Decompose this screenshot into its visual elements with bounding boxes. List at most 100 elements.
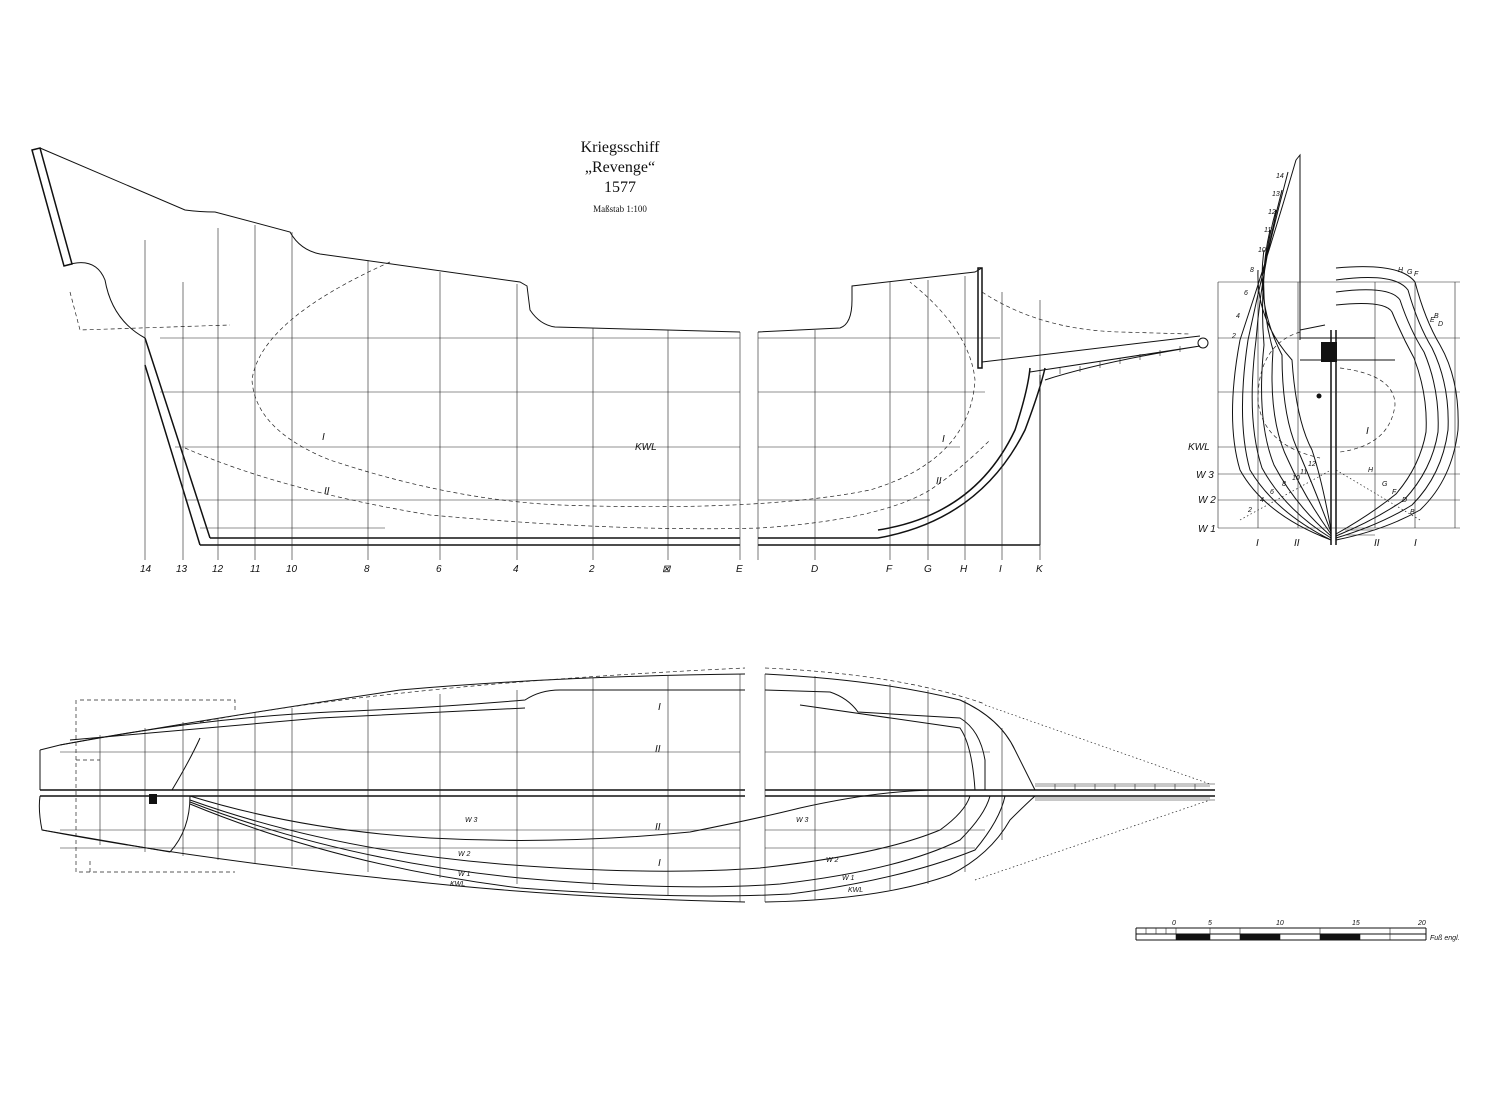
- waterline-label: KWL: [450, 881, 465, 888]
- title-scale: Maßstab 1:100: [593, 204, 647, 214]
- station-label: 6: [436, 564, 442, 575]
- station-label: 12: [212, 564, 224, 575]
- station-label: 2: [588, 564, 595, 575]
- diagonal-label: II: [936, 476, 942, 487]
- profile-view: [31, 147, 1209, 560]
- waterline-label: W 3: [1196, 470, 1214, 481]
- title-ship-type: Kriegsschiff: [580, 139, 660, 156]
- waterline-label: KWL: [1188, 442, 1210, 453]
- station-label: 4: [513, 564, 519, 575]
- diagonal-label: II: [655, 744, 661, 755]
- scale-tick-label: 5: [1208, 920, 1212, 927]
- scale-unit: Fuß engl.: [1430, 935, 1460, 942]
- scale-tick-label: 15: [1352, 920, 1360, 927]
- body-plan-centerline: [1330, 330, 1337, 545]
- waterline-label: W 3: [796, 817, 809, 824]
- title-ship-name: „Revenge“: [584, 159, 656, 176]
- diagonal-label: I: [322, 432, 325, 443]
- waterline-label: KWL: [848, 887, 863, 894]
- waterline-W3: [189, 789, 941, 841]
- diagonal-label: II: [324, 486, 330, 497]
- fwd-station-label: H: [1398, 267, 1404, 274]
- body-plan-diagonal-I: [1257, 331, 1396, 459]
- inner-label: 11: [1300, 469, 1307, 476]
- waterline-label: KWL: [635, 442, 657, 453]
- station-label: 8: [364, 564, 370, 575]
- waterline-label: W 1: [458, 871, 471, 878]
- beakhead-plan: [1035, 783, 1215, 801]
- fwd-station-label: G: [1407, 269, 1413, 276]
- diagonal-label: II: [655, 822, 661, 833]
- waterline-label: W 2: [458, 851, 471, 858]
- aft-station-label: 12: [1268, 209, 1276, 216]
- station-label: 10: [286, 564, 298, 575]
- inner-label: 12: [1308, 461, 1316, 468]
- title-year: 1577: [604, 179, 636, 196]
- aft-station-label: 8: [1250, 267, 1254, 274]
- sternpost: [144, 337, 211, 546]
- sheer-line-fwd: [757, 267, 983, 333]
- half-breadth-stations: [99, 674, 1003, 902]
- inner-label: I: [1366, 426, 1369, 437]
- scale-bar[interactable]: 0 5 10 15 20 Fuß engl.: [1135, 920, 1460, 942]
- station-label: E: [736, 564, 743, 575]
- aft-station-label: 11: [1264, 227, 1271, 234]
- inner-label: 10: [1292, 475, 1300, 482]
- profile-labels: 14 13 12 11 10 8 6 4 2 ⊠ E D F G H I K I…: [140, 432, 1044, 575]
- beakhead: [981, 335, 1201, 381]
- station-label: 14: [140, 564, 152, 575]
- fwd-station-label: E: [1430, 317, 1435, 324]
- station-label: 11: [250, 564, 260, 575]
- waterline-label: W 1: [1198, 524, 1216, 535]
- station-label: G: [924, 564, 932, 575]
- inner-label: 8: [1282, 481, 1286, 488]
- diagonal-label: II: [1374, 538, 1380, 549]
- half-breadth-view: [38, 667, 1215, 903]
- body-plan-aft-sections: [1232, 153, 1332, 541]
- waterline-KWL: [189, 795, 1006, 897]
- inner-label: 4: [1260, 497, 1264, 504]
- half-breadth-marker: [149, 794, 157, 804]
- stern-transom: [31, 147, 73, 267]
- waterline-label: W 2: [1198, 495, 1216, 506]
- aft-station-label: 10: [1258, 247, 1266, 254]
- inner-label: 2: [1247, 507, 1252, 514]
- fwd-station-label: D: [1438, 321, 1443, 328]
- waterline-label: W 2: [826, 857, 839, 864]
- upper-deck-outline: [39, 673, 1036, 791]
- stern-counter: [63, 262, 146, 339]
- aft-station-label: 13: [1272, 191, 1280, 198]
- diagonal-label: I: [942, 434, 945, 445]
- half-breadth-labels: I II II I W 3 W 3 W 2 W 2 W 1 KWL W 1 KW…: [450, 702, 863, 894]
- body-plan-diagonal-II: [1239, 469, 1421, 521]
- scale-tick-label: 0: [1172, 920, 1176, 927]
- aft-station-label: 14: [1276, 173, 1284, 180]
- inner-label: B: [1410, 509, 1415, 516]
- diagonal-label: I: [658, 858, 661, 869]
- beak-knob: [1197, 337, 1209, 349]
- scale-tick-label: 10: [1276, 920, 1284, 927]
- bow-stem: [877, 367, 1046, 539]
- diagonal-label: I: [1414, 538, 1417, 549]
- diagonal-label: II: [1294, 538, 1300, 549]
- station-label: F: [886, 564, 893, 575]
- diagonal-II-profile: [184, 439, 991, 530]
- fwd-station-label: B: [1434, 313, 1439, 320]
- waterline-W1: [189, 795, 991, 888]
- aft-station-label: 4: [1236, 313, 1240, 320]
- profile-station-lines: [144, 225, 1041, 560]
- station-label: K: [1036, 564, 1044, 575]
- sheer-line-aft: [39, 147, 741, 333]
- station-label: H: [960, 564, 968, 575]
- aft-station-label: 2: [1231, 333, 1236, 340]
- inner-label: G: [1382, 481, 1388, 488]
- station-label: ⊠: [662, 564, 672, 575]
- upper-breadth-dashed: [80, 667, 986, 723]
- title-block: Kriegsschiff „Revenge“ 1577 Maßstab 1:10…: [540, 138, 700, 214]
- body-plan-mast-step: [1321, 342, 1337, 362]
- station-label: I: [999, 564, 1002, 575]
- body-plan-view: [1217, 153, 1460, 545]
- waterline-label: W 1: [842, 875, 855, 882]
- diagonal-I-profile: [251, 261, 976, 508]
